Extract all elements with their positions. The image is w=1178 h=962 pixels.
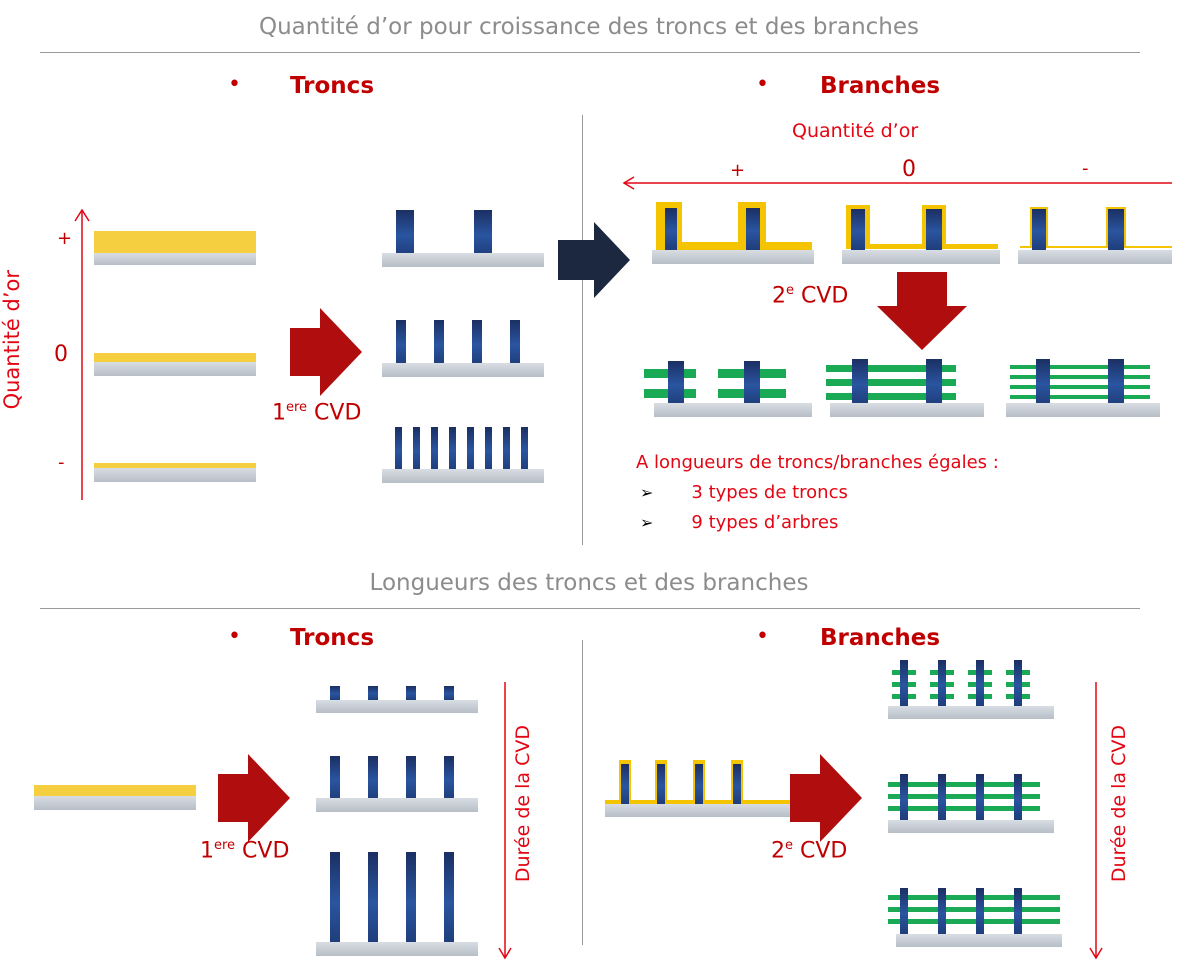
transition-arrow — [558, 222, 630, 298]
duration-axis-arrow — [498, 682, 512, 960]
section2-center-divider — [582, 640, 583, 945]
section2-divider — [40, 608, 1140, 609]
gold-axis-arrow — [74, 208, 90, 500]
cvd2-label: 2e CVD — [771, 838, 848, 864]
section1-divider — [40, 52, 1140, 53]
note-item-2: ➢9 types d’arbres — [640, 512, 839, 533]
cvd2-arrow — [790, 754, 862, 842]
branches-level-zero: 0 — [902, 157, 916, 182]
branches-axis-arrow — [622, 176, 1172, 190]
gold-film — [34, 785, 196, 810]
bullet: • — [756, 72, 769, 97]
bullet: • — [228, 72, 241, 97]
section1-branches-heading: Branches — [820, 73, 941, 99]
cvd1-label: 1ere CVD — [272, 400, 362, 426]
section1-troncs-heading: Troncs — [290, 73, 375, 99]
section2-troncs-heading: Troncs — [290, 625, 375, 651]
trunks-by-duration — [316, 686, 478, 956]
note-item-1: ➢3 types de troncs — [640, 482, 848, 503]
duration-axis-label: Durée de la CVD — [1108, 725, 1130, 883]
branches-level-plus: + — [730, 160, 746, 181]
cvd1-label: 1ere CVD — [200, 838, 290, 864]
gold-level-zero: 0 — [54, 342, 68, 367]
cvd1-arrow — [218, 754, 290, 842]
cvd2-label: 2e CVD — [772, 283, 849, 309]
section1-center-divider — [582, 115, 583, 545]
duration-axis-arrow — [1089, 682, 1103, 960]
gold-films — [94, 231, 256, 482]
trees-by-gold — [644, 359, 1160, 417]
branches-level-minus: - — [1082, 158, 1089, 179]
trunks-by-gold — [382, 210, 544, 483]
gold-axis-label: Quantité d’or — [0, 270, 24, 410]
section1-title: Quantité d’or pour croissance des troncs… — [258, 14, 919, 40]
gold-level-minus: - — [58, 452, 65, 473]
duration-axis-label: Durée de la CVD — [512, 725, 534, 883]
cvd1-arrow — [290, 308, 362, 396]
gold-level-plus: + — [57, 228, 73, 249]
section2-branches-heading: Branches — [820, 625, 941, 651]
gold-coated-trunks — [652, 202, 1172, 264]
gold-coated-trunks — [605, 760, 793, 817]
section2-title: Longueurs des troncs et des branches — [369, 570, 809, 596]
cvd2-down-arrow — [877, 272, 967, 350]
trees-by-duration — [888, 660, 1062, 947]
note-title: A longueurs de troncs/branches égales : — [636, 452, 999, 473]
bullet: • — [756, 624, 769, 649]
branches-axis-label: Quantité d’or — [792, 120, 919, 142]
bullet: • — [228, 624, 241, 649]
